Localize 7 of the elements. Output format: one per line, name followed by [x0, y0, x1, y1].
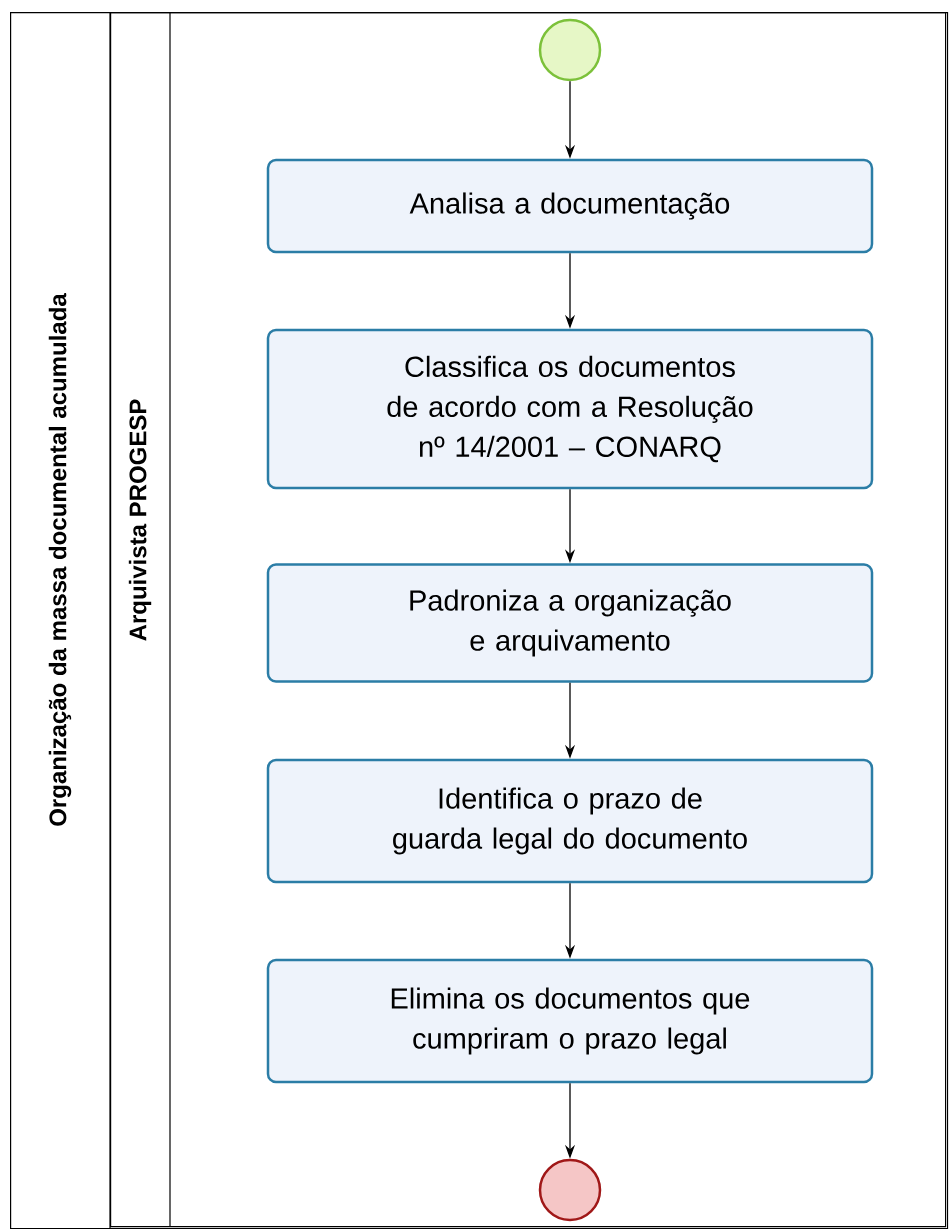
task-box: Classifica os documentos de acordo com a Resolução nº 14/2001 – CONARQ — [266, 328, 874, 490]
task-box: Elimina os documentos que cumpriram o prazo legal — [266, 958, 874, 1084]
task-box: Identifica o prazo de guarda legal do documento — [266, 758, 874, 884]
end-event-circle — [538, 1158, 602, 1222]
task-box: Analisa a documentação — [266, 158, 874, 254]
task-box: Padroniza a organização e arquivamento — [266, 563, 874, 683]
start-event-circle — [538, 18, 602, 82]
